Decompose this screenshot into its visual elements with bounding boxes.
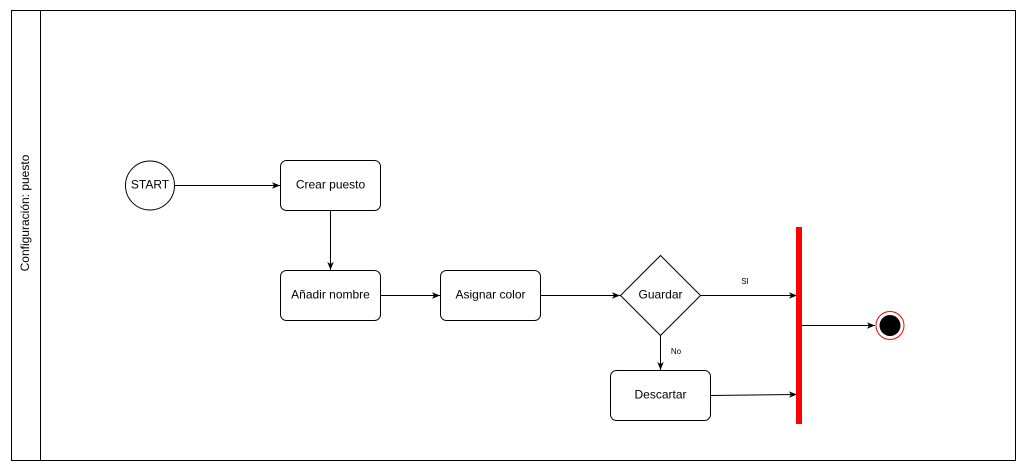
start-node: START xyxy=(125,160,175,211)
action-crear-puesto-box xyxy=(280,160,381,211)
swimlane-title: Configuración: puesto xyxy=(18,154,32,271)
edge-descartar-to-join xyxy=(710,391,798,398)
action-descartar: Descartar xyxy=(610,370,711,421)
action-anadir-nombre-box xyxy=(280,270,381,321)
edges xyxy=(175,182,875,398)
end-node xyxy=(875,311,905,340)
action-asignar-color-box xyxy=(440,270,541,321)
start-circle xyxy=(125,160,175,211)
swimlane-pool: Configuración: puesto xyxy=(11,10,1016,461)
swimlane-frame xyxy=(11,10,1016,461)
decision-guardar: Guardar xyxy=(619,254,702,337)
decision-guardar-label: Guardar xyxy=(638,288,682,302)
action-crear-puesto-label: Crear puesto xyxy=(296,178,366,192)
start-label: START xyxy=(131,178,170,192)
action-crear-puesto: Crear puesto xyxy=(280,160,381,211)
decision-guardar-diamond xyxy=(619,254,702,337)
edge-label-no: No xyxy=(671,347,682,356)
end-dot xyxy=(879,315,901,336)
join-bar xyxy=(796,227,802,424)
action-asignar-color-label: Asignar color xyxy=(455,288,525,302)
action-descartar-box xyxy=(610,370,711,421)
action-asignar-color: Asignar color xyxy=(440,270,541,321)
action-anadir-nombre-label: Añadir nombre xyxy=(291,288,370,302)
action-anadir-nombre: Añadir nombre xyxy=(280,270,381,321)
edge-label-si: SI xyxy=(741,277,749,286)
action-descartar-label: Descartar xyxy=(634,388,686,402)
